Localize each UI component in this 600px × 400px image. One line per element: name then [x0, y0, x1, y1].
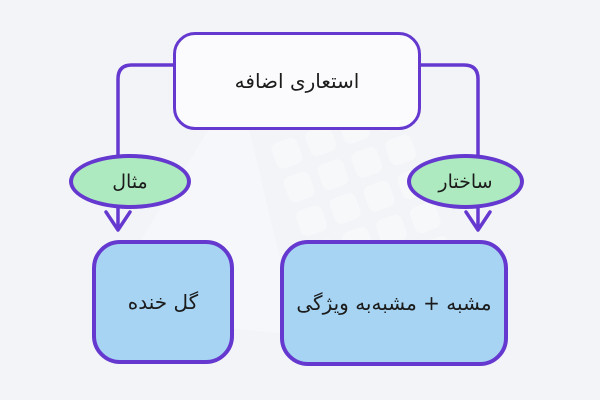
node-structure-leaf-label: ویژگی ‎مشبه‌به ‎+ ‎مشبه	[296, 291, 492, 315]
arrowhead-down-right-icon	[464, 210, 492, 232]
node-root: اضافه ‎استعاری	[173, 32, 421, 130]
node-example-leaf-label: خنده ‎گل	[127, 290, 199, 314]
edge-label-example-text: مثال	[112, 170, 148, 193]
node-structure-leaf: ویژگی ‎مشبه‌به ‎+ ‎مشبه	[280, 240, 508, 366]
arrowhead-down-left-icon	[104, 210, 132, 232]
edge-label-example: مثال	[69, 154, 191, 209]
node-example-leaf: خنده ‎گل	[92, 240, 234, 364]
connector-root-to-example	[116, 63, 177, 160]
node-root-label: اضافه ‎استعاری	[234, 69, 360, 93]
edge-label-structure: ساختار	[407, 154, 524, 209]
edge-label-structure-text: ساختار	[438, 170, 493, 193]
connector-root-to-structure	[417, 63, 480, 160]
